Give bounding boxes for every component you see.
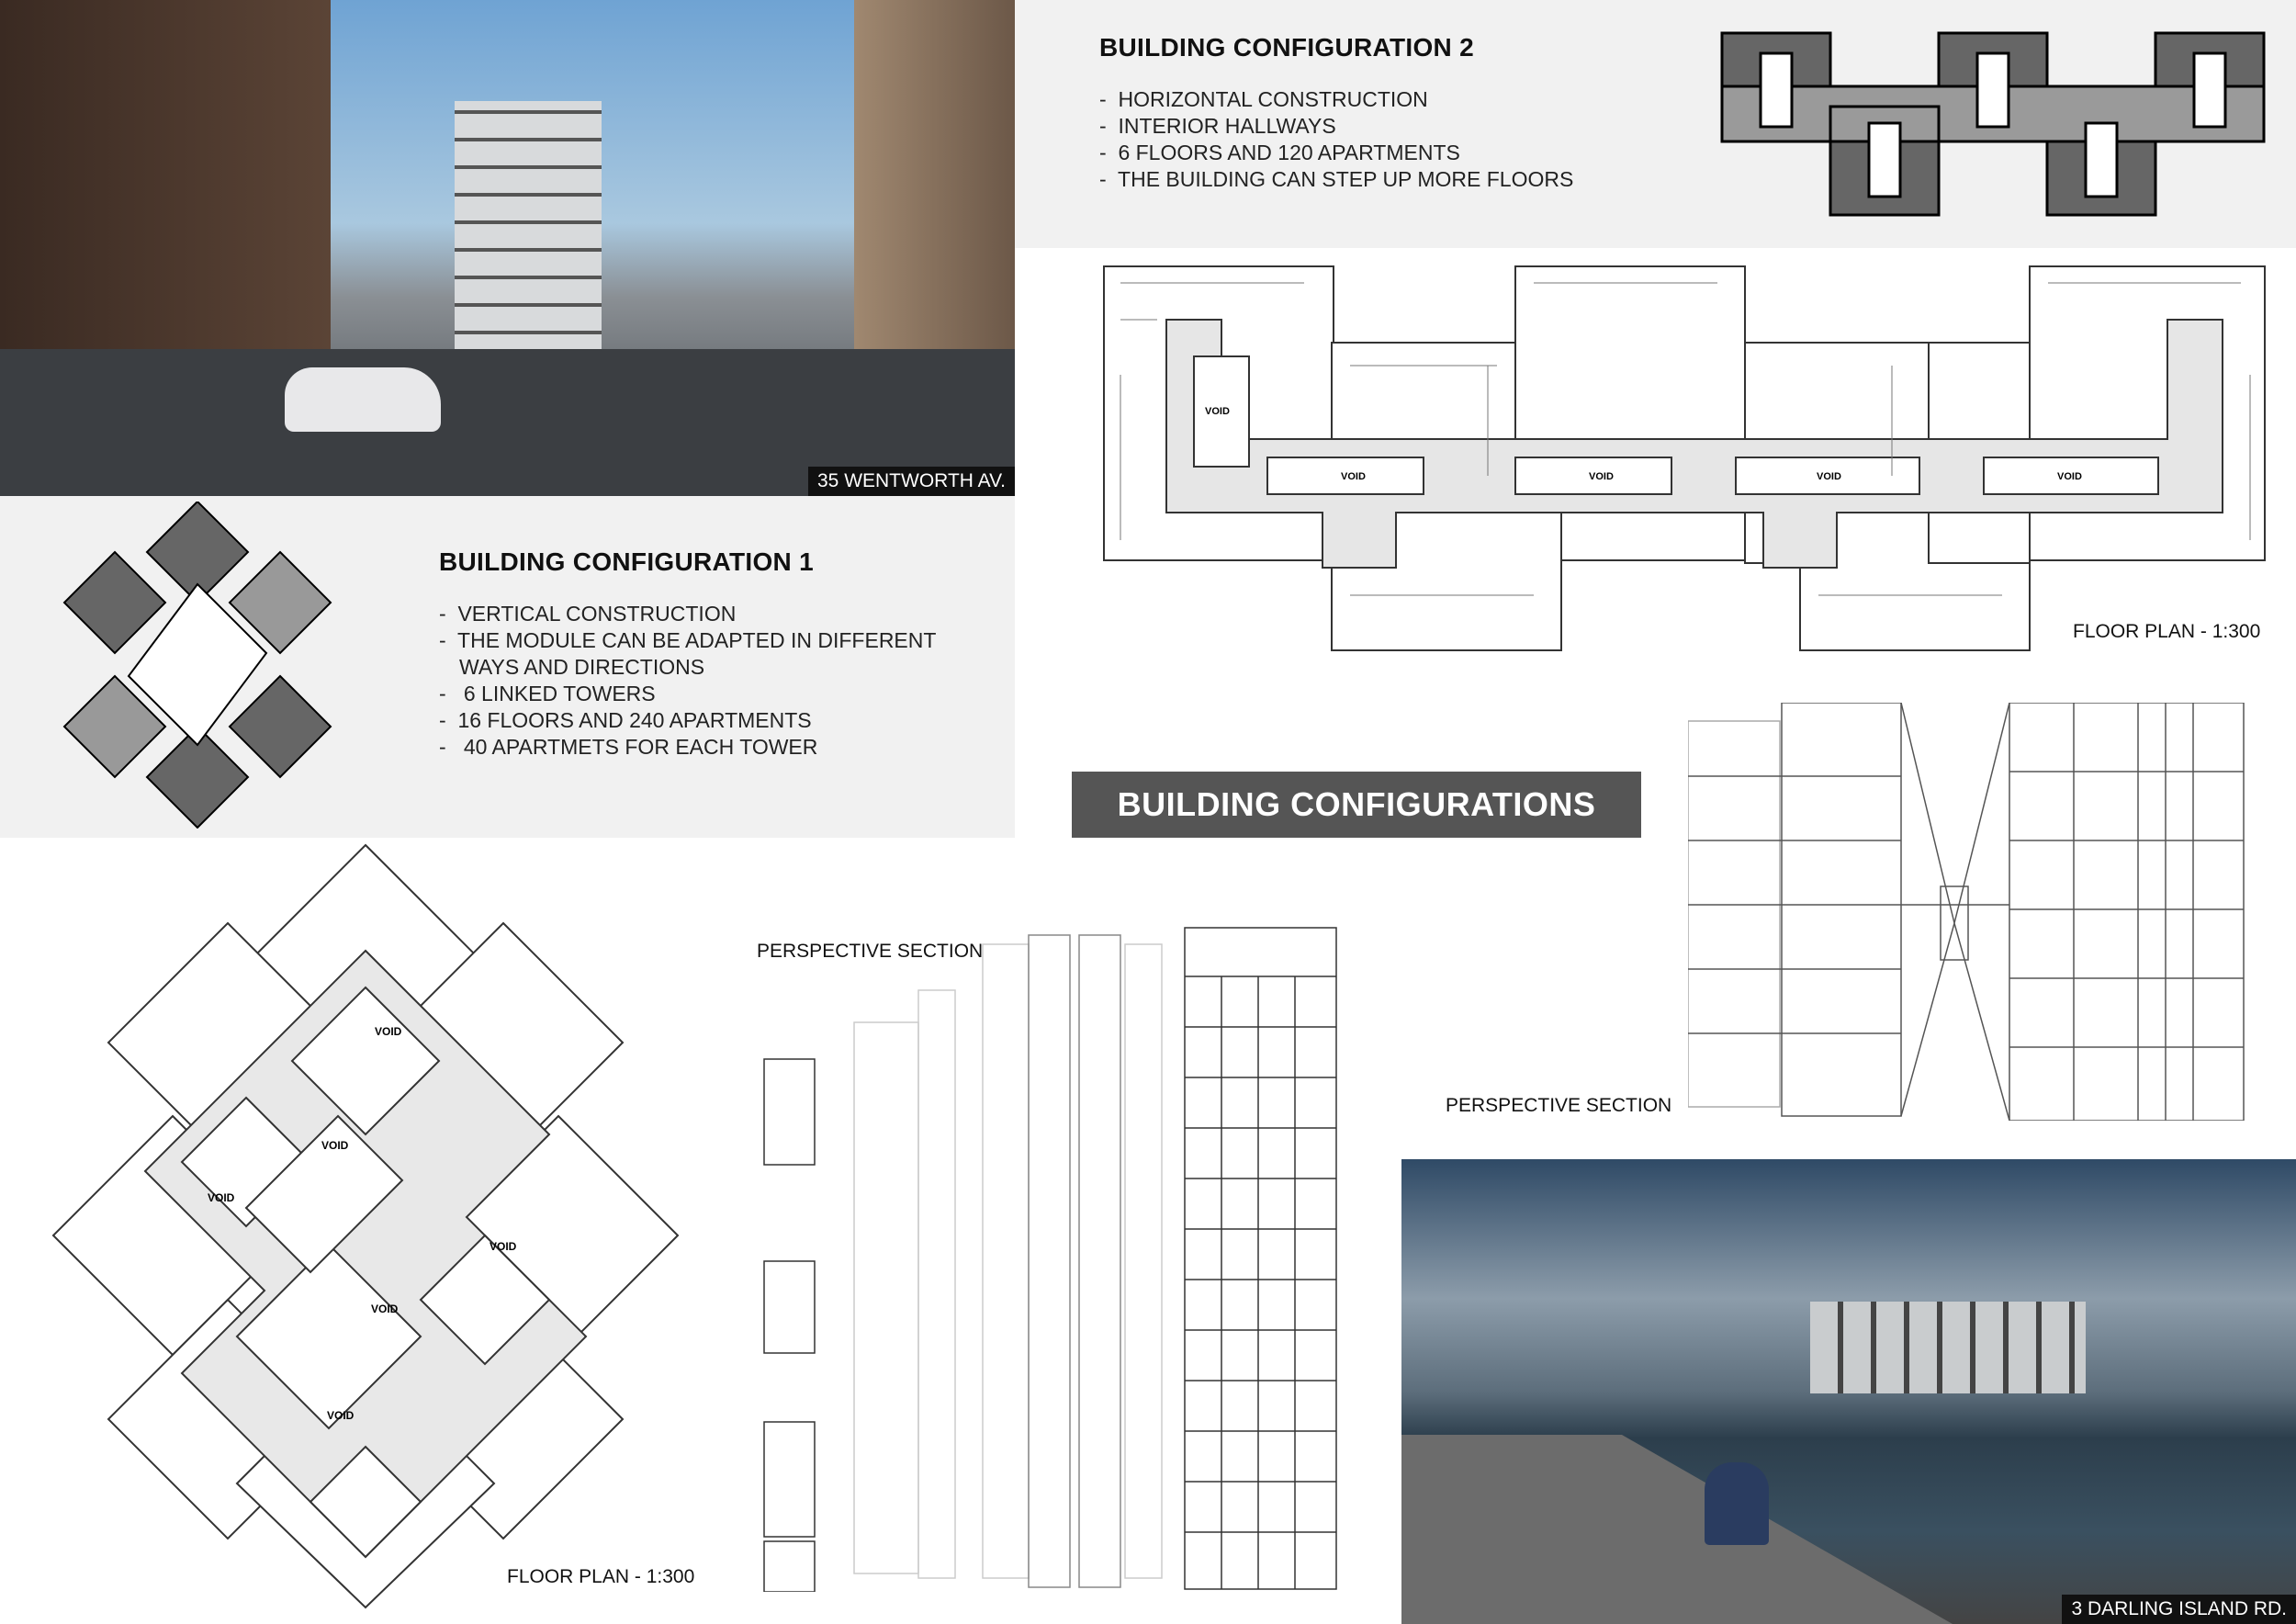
- building-right: [854, 0, 1015, 349]
- list-item: - 6 LINKED TOWERS: [439, 682, 656, 705]
- list-item: - 40 APARTMETS FOR EACH TOWER: [439, 735, 818, 759]
- section-left-label: PERSPECTIVE SECTION: [757, 941, 984, 962]
- people-sitting: [1705, 1462, 1769, 1545]
- harbour-photo: 3 DARLING ISLAND RD.: [1401, 1159, 2296, 1624]
- modular-tower: [455, 101, 602, 358]
- void-label: VOID: [1205, 406, 1230, 417]
- perspective-section-left: [763, 927, 1337, 1592]
- photo-caption: 35 WENTWORTH AV.: [808, 467, 1015, 496]
- list-item: - HORIZONTAL CONSTRUCTION: [1099, 87, 1428, 111]
- void-label: VOID: [1817, 471, 1841, 482]
- list-item: - 16 FLOORS AND 240 APARTMENTS: [439, 708, 812, 732]
- waterfront-building: [1810, 1302, 2086, 1393]
- floor-plan-1: VOID VOID VOID VOID VOID VOID: [51, 843, 680, 1609]
- config1-list: - VERTICAL CONSTRUCTION - THE MODULE CAN…: [439, 601, 953, 761]
- floor-plan-1-label: FLOOR PLAN - 1:300: [507, 1566, 695, 1587]
- void-label: VOID: [2057, 471, 2082, 482]
- car: [285, 367, 441, 432]
- list-item: - THE MODULE CAN BE ADAPTED IN DIFFERENT…: [439, 628, 937, 679]
- photo-caption: 3 DARLING ISLAND RD.: [2062, 1595, 2296, 1624]
- void-label: VOID: [371, 1303, 399, 1315]
- section-banner: BUILDING CONFIGURATIONS: [1072, 772, 1641, 838]
- floor-plan-2: VOID VOID VOID VOID VOID: [1103, 265, 2266, 651]
- building-left: [0, 0, 331, 386]
- config2-list: - HORIZONTAL CONSTRUCTION - INTERIOR HAL…: [1099, 86, 1573, 193]
- void-label: VOID: [490, 1240, 517, 1253]
- list-item: - 6 FLOORS AND 120 APARTMENTS: [1099, 141, 1460, 164]
- config1-panel: BUILDING CONFIGURATION 1 - VERTICAL CONS…: [0, 496, 1015, 838]
- config1-title: BUILDING CONFIGURATION 1: [439, 547, 815, 576]
- banner-title: BUILDING CONFIGURATIONS: [1117, 785, 1596, 823]
- street-photo: 35 WENTWORTH AV.: [0, 0, 1015, 496]
- void-label: VOID: [375, 1025, 402, 1038]
- void-label: VOID: [1341, 471, 1366, 482]
- void-label: VOID: [321, 1139, 349, 1152]
- floor-plan-2-label: FLOOR PLAN - 1:300: [2073, 621, 2261, 642]
- list-item: - INTERIOR HALLWAYS: [1099, 114, 1336, 138]
- perspective-section-right: [1688, 703, 2245, 1121]
- config2-panel: BUILDING CONFIGURATION 2 - HORIZONTAL CO…: [1015, 0, 2296, 248]
- boardwalk: [1401, 1435, 1953, 1624]
- list-item: - THE BUILDING CAN STEP UP MORE FLOORS: [1099, 167, 1574, 191]
- config2-title: BUILDING CONFIGURATION 2: [1099, 33, 1475, 62]
- list-item: - VERTICAL CONSTRUCTION: [439, 602, 737, 626]
- void-label: VOID: [1589, 471, 1614, 482]
- void-label: VOID: [208, 1191, 235, 1204]
- section-right-label: PERSPECTIVE SECTION: [1446, 1095, 1672, 1116]
- config2-diagram-icon: [1720, 31, 2266, 217]
- config1-diagram-icon: [62, 502, 332, 829]
- void-label: VOID: [327, 1409, 355, 1422]
